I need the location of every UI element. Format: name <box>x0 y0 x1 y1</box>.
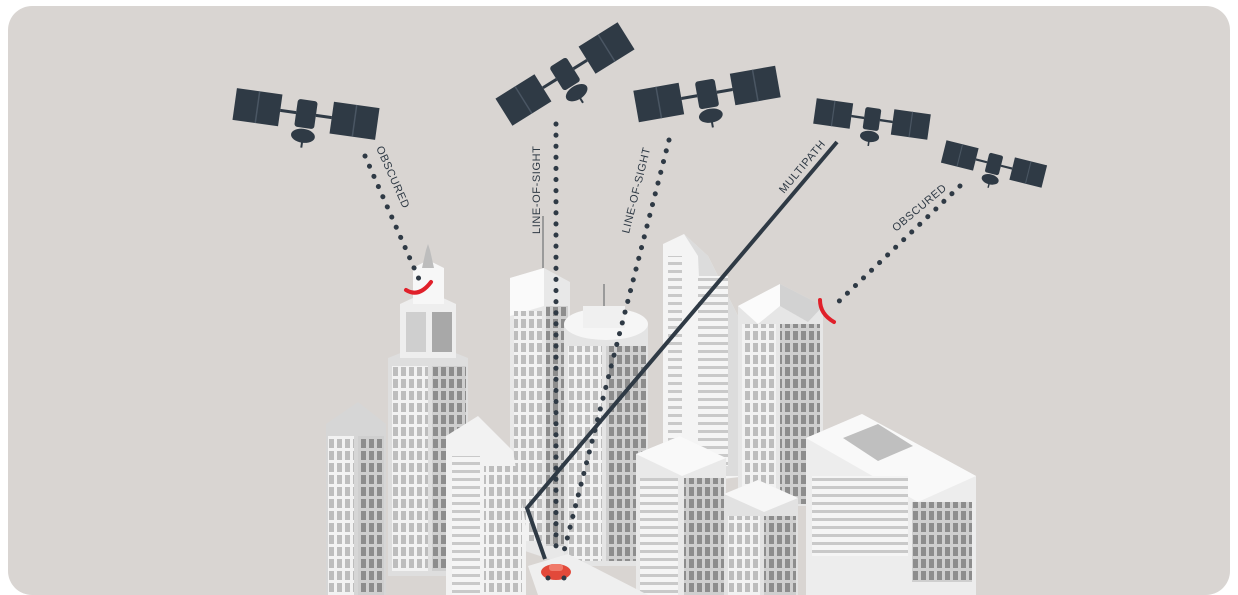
building-icon <box>738 284 823 506</box>
signal-line-of-sight-2 <box>561 137 672 554</box>
building-icon <box>446 416 526 595</box>
building-icon <box>564 284 648 566</box>
blocked-marker-right <box>818 298 836 324</box>
building-icon <box>724 480 798 595</box>
signal-obscured-left <box>362 153 425 289</box>
building-icon <box>806 414 976 595</box>
building-icon <box>663 234 748 486</box>
signal-multipath <box>524 140 839 560</box>
city-scene: OBSCURED LINE-OF-SIGHT LINE-OF-SIGHT MUL… <box>8 6 1230 595</box>
building-icon <box>636 436 726 595</box>
gnss-diagram: OBSCURED LINE-OF-SIGHT LINE-OF-SIGHT MUL… <box>8 6 1230 595</box>
car-icon <box>541 564 571 581</box>
label-line-of-sight-1: LINE-OF-SIGHT <box>531 146 543 234</box>
signal-obscured-right <box>831 183 963 309</box>
blocked-marker-left <box>404 280 433 295</box>
building-icon <box>326 402 386 595</box>
